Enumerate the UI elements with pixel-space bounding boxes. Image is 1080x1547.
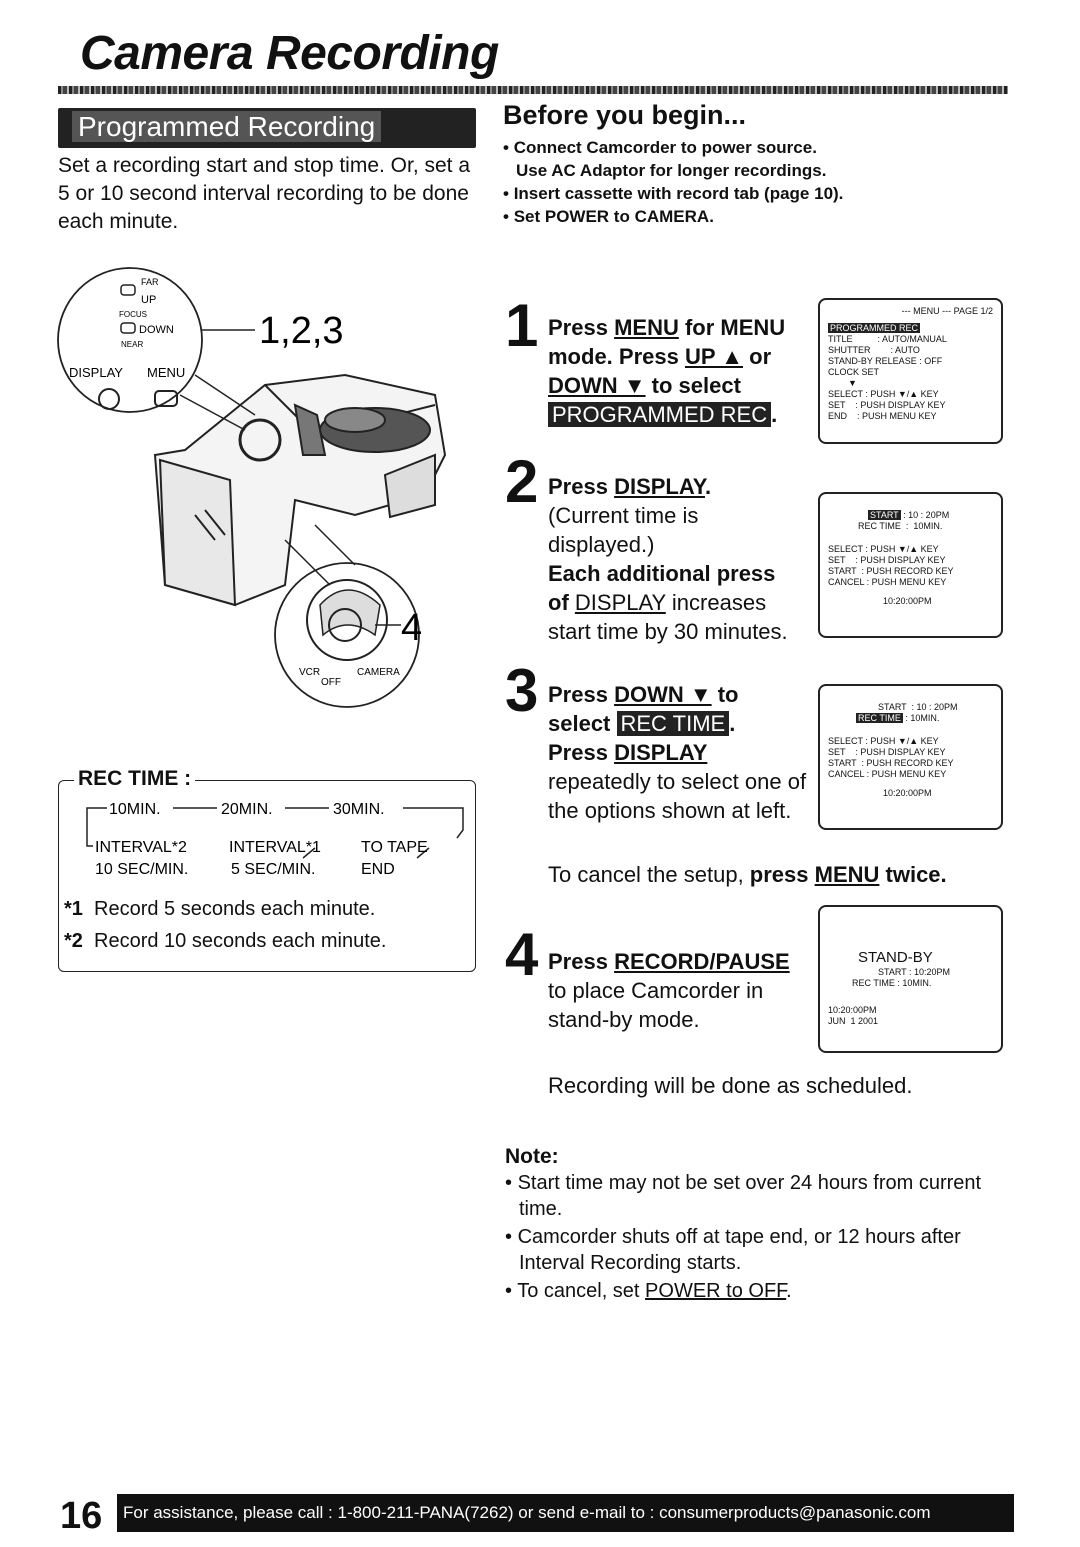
step-4-number: 4 bbox=[505, 921, 539, 988]
camera-label: CAMERA bbox=[357, 667, 400, 678]
rec-opt-to-tape: TO TAPE bbox=[361, 839, 428, 856]
step-3-text: Press DOWN ▼ to select REC TIME. Press D… bbox=[548, 682, 807, 823]
step-1-text: Press MENU for MENU mode. Press UP ▲ or … bbox=[548, 315, 786, 427]
intro-text: Set a recording start and stop time. Or,… bbox=[58, 154, 471, 233]
rec-opt-interval2: INTERVAL*2 bbox=[95, 839, 187, 856]
rec-opt-30min: 30MIN. bbox=[333, 801, 385, 818]
step-4-text: Press RECORD/PAUSE to place Camcorder in… bbox=[548, 949, 790, 1032]
controls-zoom-circle bbox=[57, 267, 203, 413]
before-item: • Connect Camcorder to power source. bbox=[503, 138, 817, 157]
scheduled-text: Recording will be done as scheduled. bbox=[548, 1073, 913, 1098]
section-banner-text: Programmed Recording bbox=[72, 111, 382, 142]
before-item: • Set POWER to CAMERA. bbox=[503, 207, 714, 226]
before-item: Use AC Adaptor for longer recordings. bbox=[516, 161, 827, 180]
rec-opt-to-tape-sub: END bbox=[361, 861, 395, 878]
step-2-number: 2 bbox=[505, 448, 539, 515]
focus-label: FOCUS bbox=[119, 310, 147, 319]
step-3-number: 3 bbox=[505, 657, 539, 724]
step-2-text: Press DISPLAY. (Current time is displaye… bbox=[548, 474, 788, 644]
section-banner: Programmed Recording bbox=[58, 108, 476, 148]
note-heading: Note: bbox=[505, 1145, 559, 1168]
callout-steps-123: 1,2,3 bbox=[259, 310, 344, 352]
display-label: DISPLAY bbox=[69, 365, 123, 380]
assistance-footer: For assistance, please call : 1-800-211-… bbox=[117, 1494, 1014, 1532]
controls-highlight-ring bbox=[238, 418, 282, 462]
page-number: 16 bbox=[60, 1495, 103, 1537]
before-list: • Connect Camcorder to power source. Use… bbox=[503, 136, 1003, 228]
near-label: NEAR bbox=[121, 340, 143, 349]
power-dial-zoom-circle bbox=[274, 562, 420, 708]
down-key-icon bbox=[120, 322, 136, 334]
down-label: DOWN bbox=[139, 324, 174, 336]
note-list: • Start time may not be set over 24 hour… bbox=[505, 1170, 1005, 1306]
rec-time-title: REC TIME : bbox=[74, 767, 196, 791]
cancel-setup-text: To cancel the setup, press MENU twice. bbox=[548, 862, 947, 887]
callout-step-4: 4 bbox=[401, 607, 422, 649]
camcorder-body bbox=[153, 373, 447, 607]
rec-time-tag: REC TIME bbox=[616, 711, 730, 736]
rec-opt-10min: 10MIN. bbox=[109, 801, 161, 818]
rec-opt-interval1: INTERVAL*1 bbox=[229, 839, 321, 856]
footnote-1: *1 Record 5 seconds each minute. bbox=[64, 898, 376, 920]
lcd-rec-time-screen: START : 10 : 20PM REC TIME : 10MIN. SELE… bbox=[818, 684, 1003, 830]
up-label: UP bbox=[141, 294, 156, 306]
menu-label: MENU bbox=[147, 365, 185, 380]
note-item: • Start time may not be set over 24 hour… bbox=[505, 1172, 982, 1220]
menu-button-icon bbox=[154, 390, 178, 407]
before-heading: Before you begin... bbox=[503, 100, 747, 130]
off-label: OFF bbox=[321, 677, 341, 688]
footnote-2: *2 Record 10 seconds each minute. bbox=[64, 930, 387, 952]
rec-time-cycle-diagram: 10MIN. 20MIN. 30MIN. INTERVAL*2 10 SEC/M… bbox=[86, 801, 464, 878]
power-dial-icon bbox=[306, 579, 388, 661]
note-item: • Camcorder shuts off at tape end, or 12… bbox=[505, 1226, 961, 1274]
rec-time-box bbox=[58, 780, 476, 972]
camcorder-illustration: FAR UP FOCUS DOWN NEAR DISPLAY MENU 1,2,… bbox=[57, 267, 447, 708]
programmed-rec-tag: PROGRAMMED REC bbox=[548, 402, 772, 427]
page-title: Camera Recording bbox=[80, 27, 499, 80]
rec-opt-interval1-sub: 5 SEC/MIN. bbox=[231, 861, 315, 878]
rec-opt-20min: 20MIN. bbox=[221, 801, 273, 818]
lcd-menu-screen: --- MENU --- PAGE 1/2 PROGRAMMED REC TIT… bbox=[818, 298, 1003, 444]
step-1-number: 1 bbox=[505, 292, 539, 359]
display-button-icon bbox=[98, 388, 120, 410]
vcr-label: VCR bbox=[299, 667, 320, 678]
before-item: • Insert cassette with record tab (page … bbox=[503, 184, 844, 203]
rec-opt-interval2-sub: 10 SEC/MIN. bbox=[95, 861, 188, 878]
lcd-start-time-screen: START : 10 : 20PM REC TIME : 10MIN. SELE… bbox=[818, 492, 1003, 638]
title-rule bbox=[58, 86, 1008, 94]
note-item: • To cancel, set POWER to OFF. bbox=[505, 1280, 792, 1302]
far-label: FAR bbox=[141, 277, 159, 287]
lcd-standby-screen: STAND-BY START : 10:20PM REC TIME : 10MI… bbox=[818, 905, 1003, 1053]
up-key-icon bbox=[120, 284, 136, 296]
